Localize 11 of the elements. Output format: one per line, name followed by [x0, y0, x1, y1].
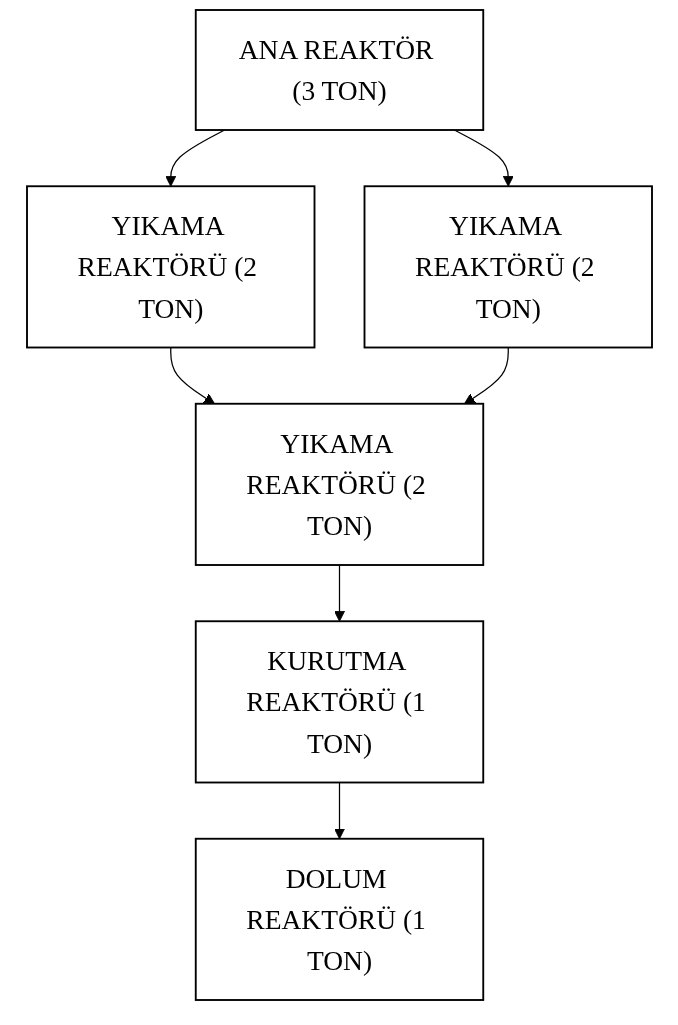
node-box: ANA REAKTÖR (3 TON)	[194, 9, 484, 131]
node-box: KURUTMA REAKTÖRÜ (1 TON)	[194, 620, 484, 784]
arrow	[333, 781, 345, 840]
node-box: YIKAMA REAKTÖRÜ (2 TON)	[194, 402, 484, 566]
node-box: YIKAMA REAKTÖRÜ (2 TON)	[25, 185, 315, 349]
arrow	[169, 346, 215, 405]
arrow	[463, 346, 509, 405]
node-box: DOLUM REAKTÖRÜ (1 TON)	[194, 837, 484, 1001]
arrow	[333, 564, 345, 622]
node-box: YIKAMA REAKTÖRÜ (2 TON)	[363, 185, 653, 349]
arrow	[164, 129, 225, 187]
